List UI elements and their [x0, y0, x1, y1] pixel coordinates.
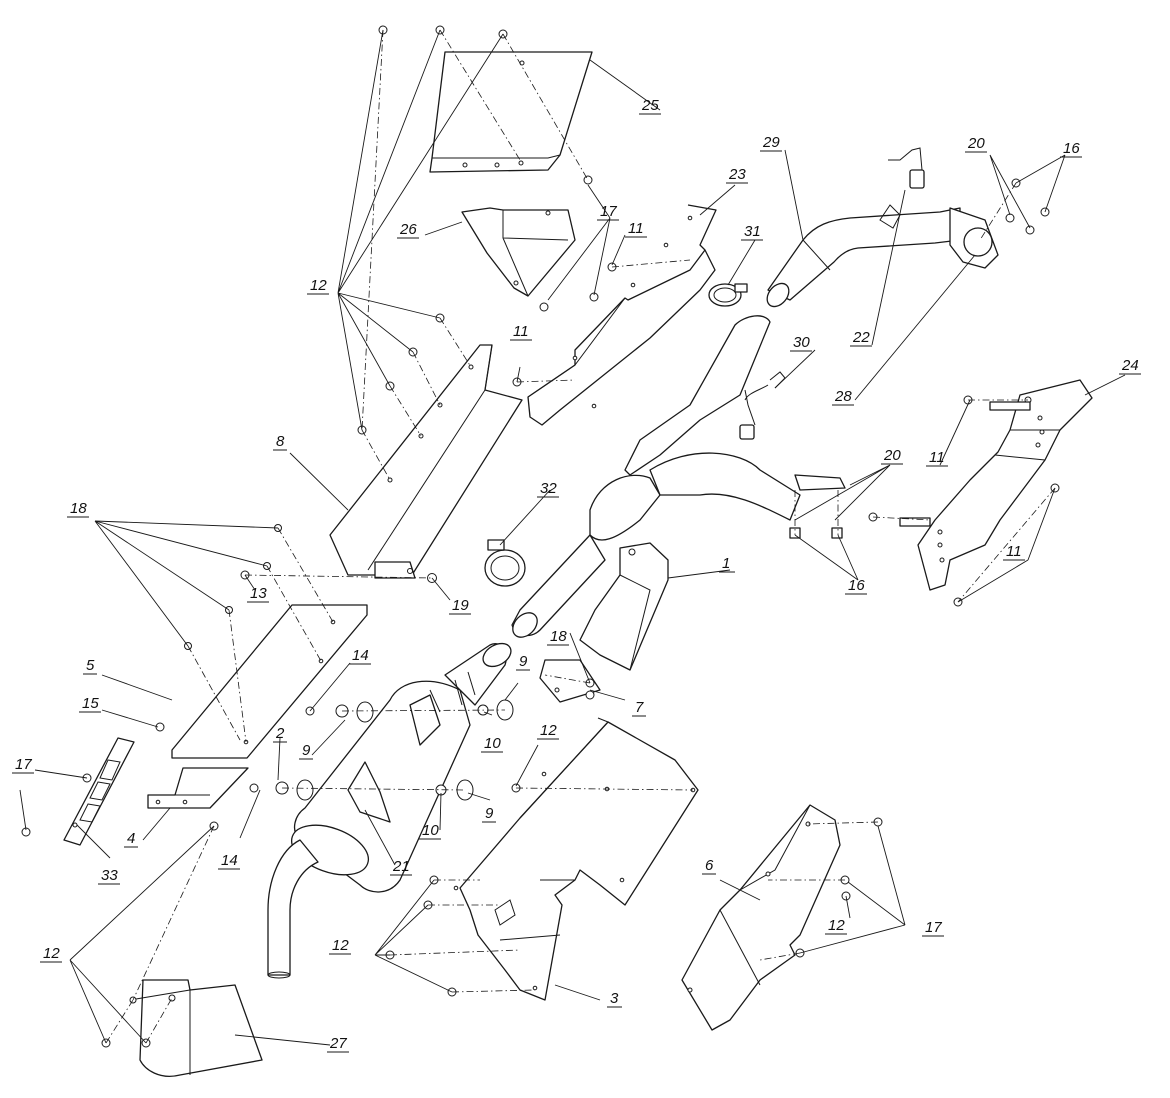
callout-10-a: 10	[484, 735, 501, 752]
callout-12-d: 12	[828, 917, 845, 934]
callout-11-d: 11	[1006, 543, 1022, 560]
callout-17-b: 17	[15, 756, 32, 773]
part-32-clamp	[484, 539, 526, 587]
callout-3: 3	[610, 990, 619, 1007]
callout-32: 32	[540, 480, 557, 497]
callout-25: 25	[641, 97, 659, 114]
callout-12-a: 12	[310, 277, 327, 294]
callout-15: 15	[82, 695, 99, 712]
callout-18-a: 18	[70, 500, 87, 517]
callout-31: 31	[744, 223, 761, 240]
part-4-plate	[147, 767, 249, 809]
callout-12-e: 12	[43, 945, 60, 962]
part-24-heat-shield	[899, 379, 1093, 591]
callout-26: 26	[399, 221, 417, 238]
part-1-shield	[579, 542, 669, 671]
callout-17-a: 17	[600, 203, 617, 220]
part-5-plate	[171, 604, 368, 759]
callout-underlines	[12, 113, 1141, 1053]
callout-4: 4	[127, 830, 135, 847]
callout-12-c: 12	[332, 937, 349, 954]
callout-10-b: 10	[422, 822, 439, 839]
callout-20-b: 20	[883, 447, 901, 464]
callout-14-b: 14	[221, 852, 238, 869]
callout-11-a: 11	[628, 220, 644, 237]
callout-33: 33	[101, 867, 118, 884]
callout-5: 5	[86, 657, 95, 674]
callout-20-a: 20	[967, 135, 985, 152]
callout-14-a: 14	[352, 647, 369, 664]
part-22-sensor	[888, 147, 925, 189]
leader-lines	[19, 29, 1126, 1046]
callout-29: 29	[762, 134, 780, 151]
part-3-heat-shield	[453, 717, 699, 1001]
callout-7: 7	[635, 699, 644, 716]
callout-13: 13	[250, 585, 267, 602]
assembly-axes	[105, 29, 1056, 1044]
callout-6: 6	[705, 857, 714, 874]
callout-16-a: 16	[1063, 140, 1080, 157]
callout-23: 23	[728, 166, 746, 183]
callout-9-b: 9	[302, 742, 311, 759]
callout-18-b: 18	[550, 628, 567, 645]
callout-17-c: 17	[925, 919, 942, 936]
part-8-angle-shield	[329, 344, 523, 579]
callout-27: 27	[329, 1035, 347, 1052]
callout-12-b: 12	[540, 722, 557, 739]
callout-21: 21	[392, 858, 410, 875]
part-21-muffler	[267, 642, 512, 979]
callout-9-a: 9	[519, 653, 528, 670]
part-29-tailpipe	[766, 204, 1035, 308]
callout-2: 2	[275, 725, 285, 742]
part-27-bracket	[129, 979, 263, 1077]
callout-30: 30	[793, 334, 810, 351]
part-1-intermediate-pipe	[511, 315, 846, 638]
part-26-bracket	[461, 207, 576, 297]
callout-11-c: 11	[929, 449, 945, 466]
callout-labels: 1 2 3 4 5 6 7 8 9 9 9 10 10 11 11 11 11 …	[15, 97, 1139, 1052]
part-6-bracket	[681, 804, 841, 1031]
part-25-heat-shield	[429, 51, 593, 173]
part-33-gasket	[63, 737, 135, 846]
callout-8: 8	[276, 433, 285, 450]
part-31-clamp	[708, 283, 748, 307]
callout-19: 19	[452, 597, 469, 614]
callout-28: 28	[834, 388, 852, 405]
callout-11-b: 11	[513, 323, 529, 340]
callout-9-c: 9	[485, 805, 494, 822]
callout-16-b: 16	[848, 577, 865, 594]
callout-22: 22	[852, 329, 870, 346]
callout-1: 1	[722, 555, 730, 572]
callout-24: 24	[1121, 357, 1139, 374]
